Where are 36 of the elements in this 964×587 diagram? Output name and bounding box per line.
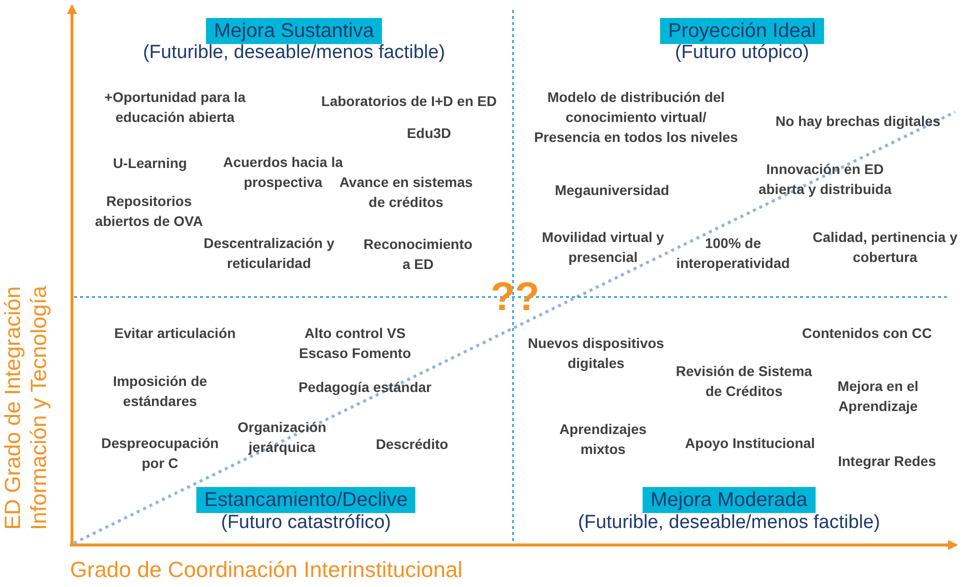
quadrant-item: Calidad, pertinencia y cobertura [812,228,958,267]
quadrant-item: Repositorios abiertos de OVA [94,192,204,231]
quadrant-item: No hay brechas digitales [774,112,942,131]
quadrant-item: U-Learning [112,154,188,173]
quadrant-subtitle: (Futuro utópico) [674,42,810,64]
quadrant-subtitle: (Futuro catastrófico) [221,512,391,534]
quadrant-item: Laboratorios de I+D en ED [320,92,498,111]
quadrant-item: Revisión de Sistema de Créditos [674,362,814,401]
quadrant-item: Megauniversidad [554,181,670,200]
question-marks: ?? [490,277,540,317]
quadrant-item: Despreocupación por C [100,434,220,473]
quadrant-heading: Estancamiento/Declive [196,487,416,513]
quadrant-item: Apoyo Institucional [684,434,816,453]
quadrant-item: Reconocimiento a ED [362,235,474,274]
quadrant-subtitle: (Futurible, deseable/menos factible) [578,512,880,534]
quadrant-item: Descrédito [374,435,450,454]
quadrant-item: +Oportunidad para la educación abierta [103,88,247,127]
quadrant-item: Evitar articulación [113,324,237,343]
quadrant-item: 100% de interoperatividad [675,234,791,273]
quadrant-item: Contenidos con CC [801,324,933,343]
quadrant-item: Modelo de distribución del conocimiento virtual/ Presencia en todos los niveles [533,88,739,147]
quadrant-heading: Mejora Sustantiva [206,18,382,44]
quadrant-item: Nuevos dispositivos digitales [526,334,666,373]
quadrant-item: Mejora en el Aprendizaje [836,377,920,416]
quadrant-item: Descentralización y reticularidad [202,234,336,273]
quadrant-item: Imposición de estándares [112,372,208,411]
quadrant-item: Edu3D [406,124,452,143]
axis-title: Grado de Coordinación Interinstitucional [70,557,463,583]
quadrant-heading: Mejora Moderada [642,487,816,513]
quadrant-item: Alto control VS Escaso Fomento [298,324,412,363]
quadrant-subtitle: (Futurible, deseable/menos factible) [142,42,446,64]
quadrant-item: Movilidad virtual y presencial [540,228,666,267]
quadrant-item: Aprendizajes mixtos [558,420,648,459]
quadrant-item: Integrar Redes [836,452,938,471]
quadrant-heading: Proyección Ideal [660,18,824,44]
axis-title: ED Grado de Integración Información y Tecnología [0,284,52,532]
